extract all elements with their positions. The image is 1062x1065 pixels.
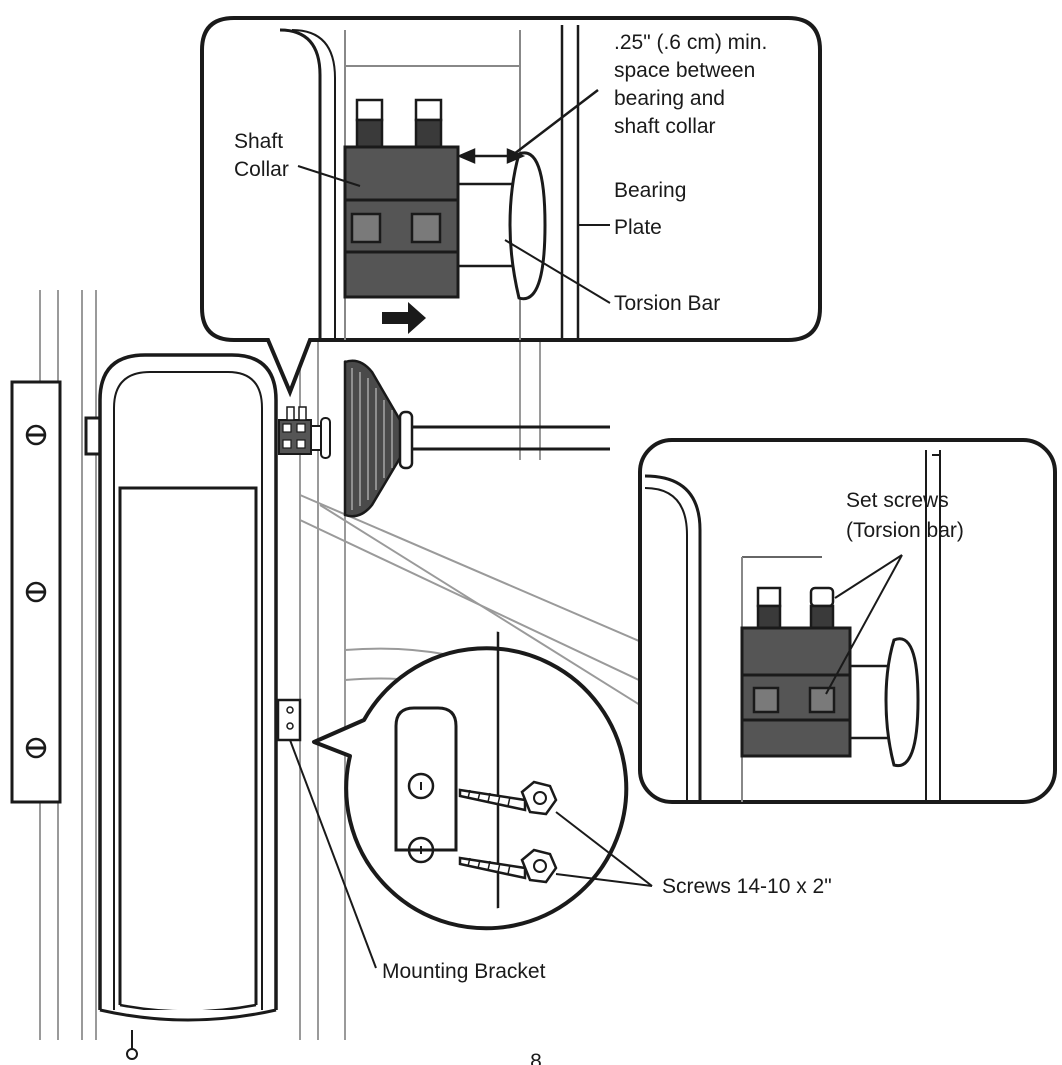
mounting-bracket-small [276, 698, 302, 742]
torsion-bar-label: Torsion Bar [614, 292, 720, 315]
set-screws-label-line2: (Torsion bar) [846, 519, 964, 542]
top-callout-labels: .25" (.6 cm) min. space between bearing … [234, 31, 767, 315]
cable-drum [343, 359, 414, 518]
circle-callout [289, 630, 653, 969]
set-screws-label-line1: Set screws [846, 489, 949, 512]
operator-unit [84, 353, 278, 1060]
clearance-label-line4: shaft collar [614, 115, 716, 138]
mounting-bracket-label: Mounting Bracket [382, 960, 546, 983]
bearing-flange-right [884, 637, 920, 768]
shaft-collar-detail-right [740, 626, 852, 758]
set-screws-detail [756, 586, 835, 632]
bearing-plate-label-line1: Bearing [614, 179, 686, 202]
right-callout-labels: Set screws (Torsion bar) [846, 489, 964, 542]
hex-screw-top [458, 780, 558, 816]
mini-shaft-collar [278, 406, 331, 459]
clearance-label-line2: space between [614, 59, 755, 82]
bearing-plate-label-line2: Plate [614, 216, 662, 239]
top-callout-bubble [200, 16, 822, 398]
bearing-flange [508, 151, 547, 301]
collar-set-screws [355, 98, 443, 150]
clearance-dimension-arrow [456, 89, 599, 164]
side-rail-bracket [10, 380, 62, 804]
screws-label: Screws 14-10 x 2" [662, 875, 832, 898]
push-direction-arrow-icon [382, 302, 426, 334]
clearance-label-line1: .25" (.6 cm) min. [614, 31, 767, 54]
shaft-collar-label-line1: Shaft [234, 130, 283, 153]
shaft-collar-detail [343, 145, 460, 299]
right-callout-box [638, 438, 1057, 804]
hex-screw-bottom [458, 848, 558, 884]
page-number: 8 [530, 1050, 542, 1065]
clearance-label-line3: bearing and [614, 87, 725, 110]
shaft-collar-label-line2: Collar [234, 158, 289, 181]
torsion-bar-shaft [408, 425, 610, 451]
